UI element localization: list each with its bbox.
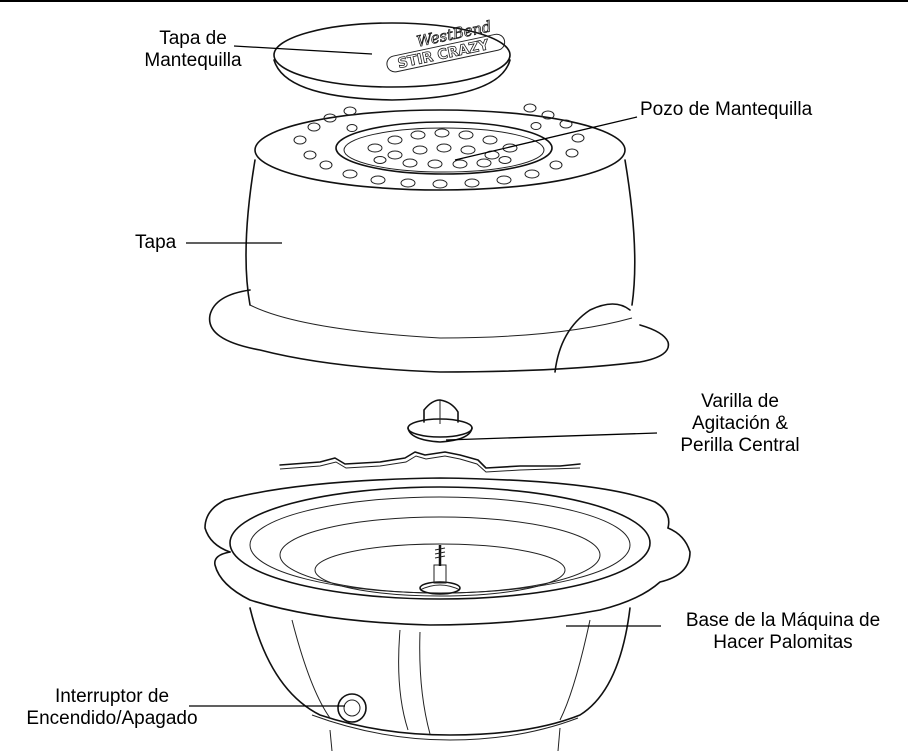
- label-base-line2: Hacer Palomitas: [713, 632, 853, 653]
- butter-lid-logo: WestBend STIR CRAZY: [386, 17, 506, 72]
- leader-lines: [186, 45, 661, 707]
- leader-butter-well: [454, 116, 638, 161]
- label-switch: Interruptor de Encendido/Apagado: [4, 686, 220, 730]
- center-knob-drawing: [407, 399, 473, 443]
- label-stir-rod-line1: Varilla de: [701, 391, 779, 412]
- label-butter-lid: Tapa de Mantequilla: [128, 28, 258, 72]
- label-base: Base de la Máquina de Hacer Palomitas: [660, 610, 906, 654]
- leader-butter-lid: [233, 45, 373, 55]
- label-switch-line2: Encendido/Apagado: [26, 708, 198, 729]
- label-butter-lid-line1: Tapa de: [159, 28, 227, 49]
- stirring-rod-drawing: [279, 451, 581, 473]
- base-drawing: [204, 477, 691, 752]
- label-base-line1: Base de la Máquina de: [685, 610, 881, 631]
- label-butter-well: Pozo de Mantequilla: [640, 99, 813, 120]
- label-lid: Tapa: [135, 232, 177, 253]
- lid-drawing: [208, 103, 670, 373]
- label-stir-rod-line2: Agitación &: [691, 413, 789, 434]
- label-stir-rod-line3: Perilla Central: [680, 435, 800, 456]
- label-switch-line1: Interruptor de: [54, 686, 170, 707]
- butter-lid-drawing: WestBend STIR CRAZY: [273, 17, 511, 101]
- leader-stir-rod: [445, 432, 658, 441]
- label-butter-lid-line2: Mantequilla: [144, 50, 242, 71]
- label-stir-rod: Varilla de Agitación & Perilla Central: [655, 391, 825, 457]
